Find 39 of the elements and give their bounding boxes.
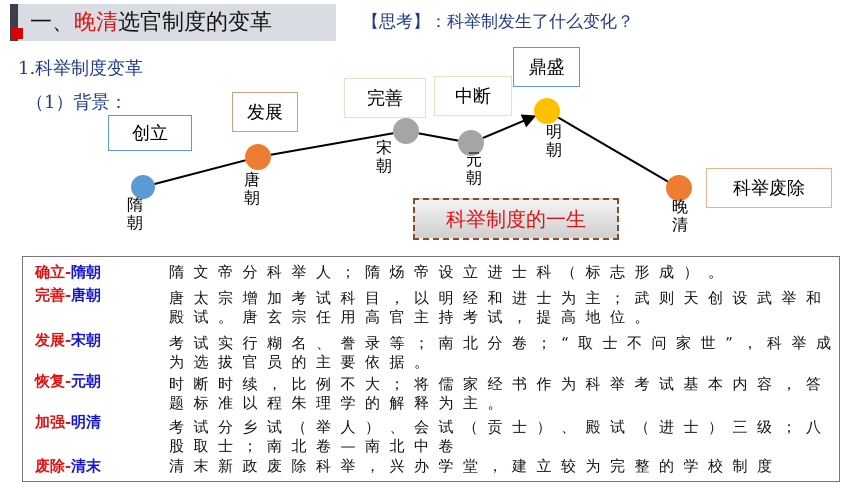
row-header: 确立-隋朝	[35, 263, 102, 282]
dynasty-label: 晚清	[672, 198, 688, 234]
timeline-dot	[245, 144, 271, 170]
row-header: 发展-宋朝	[35, 331, 102, 350]
stage-box: 科举废除	[706, 168, 832, 208]
connector-line	[558, 116, 668, 182]
stage-box: 完善	[344, 78, 426, 118]
stage-box: 中断	[434, 76, 512, 116]
timeline-dot	[666, 175, 692, 201]
connector-line	[154, 159, 246, 185]
row-header: 恢复-元朝	[35, 372, 102, 391]
connector-line	[418, 132, 458, 142]
row-description: 时断时续，比例不大；将儒家经书作为科举考试基本内容，答题标准以程朱理学的解释为主。	[169, 375, 832, 413]
connector-line	[270, 132, 394, 156]
row-description: 清末新政废除科举，兴办学堂，建立较为完整的学校制度	[169, 457, 782, 476]
row-header: 完善-唐朝	[35, 286, 102, 305]
timeline-dot	[131, 175, 155, 199]
stage-box: 鼎盛	[513, 47, 580, 87]
row-description: 唐太宗增加考试科目，以明经和进士为主；武则天创设武举和殿试。唐玄宗任用高官主持考试，提高地位。	[169, 289, 832, 327]
dynasty-label: 唐朝	[244, 171, 260, 206]
row-header: 加强-明清	[35, 413, 102, 432]
stage-box: 发展	[232, 92, 298, 132]
timeline-dot	[393, 118, 419, 144]
row-header: 废除-清末	[35, 457, 102, 476]
connector-line	[482, 114, 536, 139]
dynasty-label: 宋朝	[376, 139, 392, 174]
title-heading: 一、晚清选官制度的变革	[10, 4, 336, 41]
dynasty-label: 元朝	[466, 151, 482, 186]
dynasty-label: 隋朝	[127, 196, 143, 232]
subsection-heading: （1）背景：	[26, 91, 128, 114]
title-box: 科举制度的一生	[413, 198, 619, 240]
question-text: 【思考】：科举制发生了什么变化？	[362, 11, 634, 33]
row-description: 隋文帝分科举人；隋炀帝设立进士科（标志形成）。	[169, 263, 734, 282]
row-description: 考试分乡试（举人）、会试（贡士）、殿试（进士）三级；八股取士；南北卷—南北中卷	[169, 418, 832, 456]
dynasty-label: 明朝	[546, 123, 562, 158]
timeline-dot	[534, 98, 560, 124]
section-heading: 1.科举制度变革	[18, 57, 144, 80]
row-description: 考试实行糊名、誊录等；南北分卷；“取士不问家世”，科举成为选拔官员的主要依据。	[169, 334, 841, 372]
stage-box: 创立	[108, 115, 192, 151]
